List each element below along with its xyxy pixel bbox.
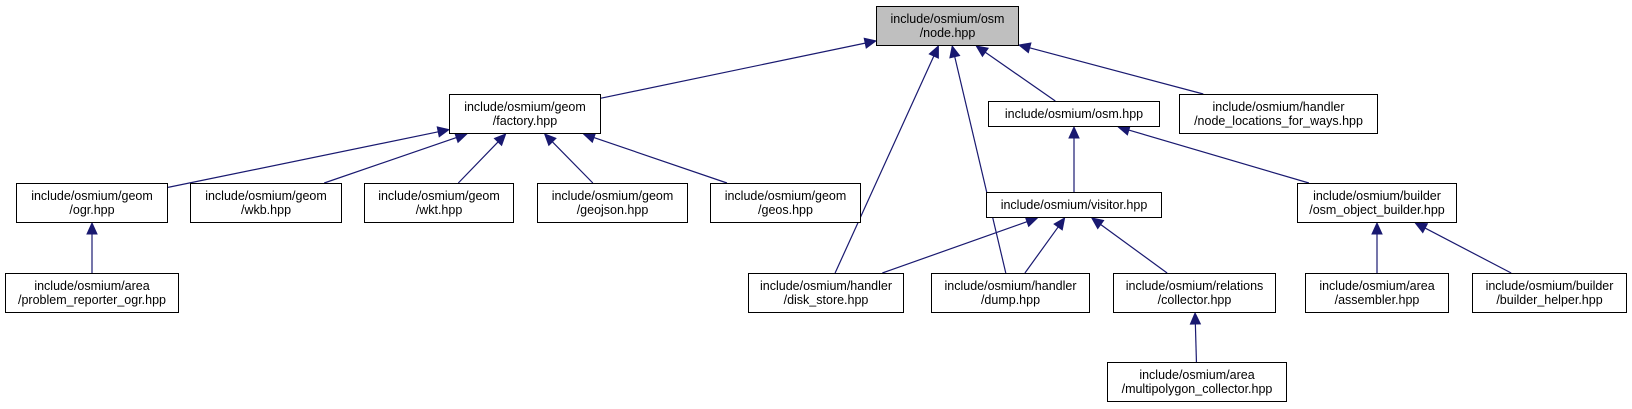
arrowhead-factory-to-node_hpp [863, 37, 878, 49]
node-label-line1: include/osmium/visitor.hpp [1000, 198, 1148, 212]
node-label-line2: /osm_object_builder.hpp [1309, 203, 1445, 217]
node-label-line2: /wkb.hpp [240, 203, 292, 217]
node-label-line1: include/osmium/geom [205, 189, 327, 203]
node-label-line2: /factory.hpp [492, 114, 558, 128]
edge-wkt-to-factory [457, 141, 499, 184]
edge-osm_hpp-to-node_hpp [984, 51, 1056, 102]
edge-disk_store-to-visitor [882, 221, 1028, 274]
arrowhead-disk_store-to-visitor [1024, 216, 1039, 228]
node-label-line1: include/osmium/osm.hpp [1004, 107, 1144, 121]
node-root-node-hpp: include/osmium/osm /node.hpp [876, 6, 1019, 46]
arrowhead-geojson-to-factory [543, 133, 557, 147]
node-geom-geos-hpp[interactable]: include/osmium/geom /geos.hpp [710, 183, 861, 223]
node-label-line1: include/osmium/geom [378, 189, 500, 203]
node-label-line1: include/osmium/geom [724, 189, 847, 203]
edge-ogr-to-factory [167, 131, 439, 188]
node-label-line1: include/osmium/handler [944, 279, 1077, 293]
node-geom-ogr-hpp[interactable]: include/osmium/geom /ogr.hpp [16, 183, 168, 223]
node-geom-factory-hpp[interactable]: include/osmium/geom /factory.hpp [449, 94, 601, 134]
arrowhead-assembler-to-osm_object_builder [1371, 221, 1383, 235]
node-label-line2: /collector.hpp [1157, 293, 1232, 307]
node-label-line2: /disk_store.hpp [783, 293, 869, 307]
arrowhead-ogr-to-factory [436, 126, 451, 138]
node-area-problem-reporter-ogr-hpp[interactable]: include/osmium/area /problem_reporter_og… [5, 273, 179, 313]
edge-collector-to-visitor [1100, 224, 1168, 274]
arrowhead-collector-to-visitor [1090, 217, 1105, 230]
node-label-line1: include/osmium/geom [31, 189, 153, 203]
node-label-line2: /wkt.hpp [415, 203, 463, 217]
node-visitor-hpp[interactable]: include/osmium/visitor.hpp [986, 192, 1162, 218]
edge-disk_store-to-node_hpp [834, 55, 935, 274]
node-label-line2: /assembler.hpp [1334, 293, 1420, 307]
node-label-line1: include/osmium/handler [759, 279, 892, 293]
node-label-line1: include/osmium/geom [551, 189, 674, 203]
node-label-line1: include/osmium/builder [1313, 189, 1441, 203]
node-osm-hpp[interactable]: include/osmium/osm.hpp [988, 101, 1160, 127]
edge-factory-to-node_hpp [600, 42, 866, 99]
node-label-line1: include/osmium/osm [890, 12, 1005, 26]
node-area-assembler-hpp[interactable]: include/osmium/area /assembler.hpp [1305, 273, 1449, 313]
edge-dump-to-visitor [1024, 226, 1059, 274]
node-geom-wkb-hpp[interactable]: include/osmium/geom /wkb.hpp [190, 183, 342, 223]
arrowhead-problem_reporter_ogr-to-ogr [86, 221, 98, 235]
node-label-line1: include/osmium/area [1319, 279, 1435, 293]
edge-builder_helper-to-osm_object_builder [1424, 227, 1512, 274]
arrowhead-disk_store-to-node_hpp [928, 44, 939, 59]
node-label-line2: /geojson.hpp [576, 203, 649, 217]
node-handler-node-locations-for-ways-hpp[interactable]: include/osmium/handler /node_locations_f… [1179, 94, 1378, 134]
node-label-line2: /multipolygon_collector.hpp [1121, 382, 1273, 396]
node-label-line2: /node.hpp [919, 26, 976, 40]
node-builder-builder-helper-hpp[interactable]: include/osmium/builder /builder_helper.h… [1472, 273, 1627, 313]
node-label-line2: /ogr.hpp [69, 203, 115, 217]
edge-wkb-to-factory [324, 137, 457, 184]
arrowhead-wkt-to-factory [493, 133, 507, 147]
node-label-line1: include/osmium/builder [1485, 279, 1614, 293]
node-label-line2: /geos.hpp [758, 203, 813, 217]
arrowhead-builder_helper-to-osm_object_builder [1414, 222, 1429, 234]
edge-multipolygon_collector-to-collector [1194, 323, 1198, 363]
arrowhead-geos-to-factory [582, 132, 597, 144]
arrowhead-osm_hpp-to-node_hpp [975, 45, 989, 58]
node-label-line1: include/osmium/geom [464, 100, 586, 114]
arrowhead-visitor-to-osm_hpp [1068, 125, 1080, 139]
node-handler-disk-store-hpp[interactable]: include/osmium/handler /disk_store.hpp [748, 273, 904, 313]
arrowhead-multipolygon_collector-to-collector [1189, 311, 1202, 325]
node-label-line1: include/osmium/area [1139, 368, 1255, 382]
node-label-line2: /builder_helper.hpp [1496, 293, 1603, 307]
node-label-line2: /dump.hpp [980, 293, 1041, 307]
edge-geojson-to-factory [551, 141, 594, 184]
edge-geos-to-factory [593, 136, 728, 184]
node-geom-geojson-hpp[interactable]: include/osmium/geom /geojson.hpp [537, 183, 688, 223]
edge-node_locations-to-node_hpp [1029, 47, 1204, 95]
arrowhead-node_locations-to-node_hpp [1017, 42, 1032, 54]
node-relations-collector-hpp[interactable]: include/osmium/relations /collector.hpp [1113, 273, 1276, 313]
edge-osm_object_builder-to-osm_hpp [1128, 129, 1310, 184]
arrowhead-wkb-to-factory [454, 132, 468, 144]
node-label-line1: include/osmium/relations [1125, 279, 1264, 293]
arrowhead-dump-to-node_hpp [949, 44, 961, 59]
arrowhead-dump-to-visitor [1053, 217, 1066, 231]
node-builder-osm-object-builder-hpp[interactable]: include/osmium/builder /osm_object_build… [1297, 183, 1457, 223]
node-label-line1: include/osmium/handler [1212, 100, 1345, 114]
node-label-line2: /node_locations_for_ways.hpp [1194, 114, 1363, 128]
node-label-line2: /problem_reporter_ogr.hpp [17, 293, 166, 307]
node-handler-dump-hpp[interactable]: include/osmium/handler /dump.hpp [931, 273, 1090, 313]
node-label-line1: include/osmium/area [34, 279, 150, 293]
edge-dump-to-node_hpp [954, 56, 1007, 274]
node-area-multipolygon-collector-hpp[interactable]: include/osmium/area /multipolygon_collec… [1107, 362, 1287, 402]
node-geom-wkt-hpp[interactable]: include/osmium/geom /wkt.hpp [364, 183, 514, 223]
